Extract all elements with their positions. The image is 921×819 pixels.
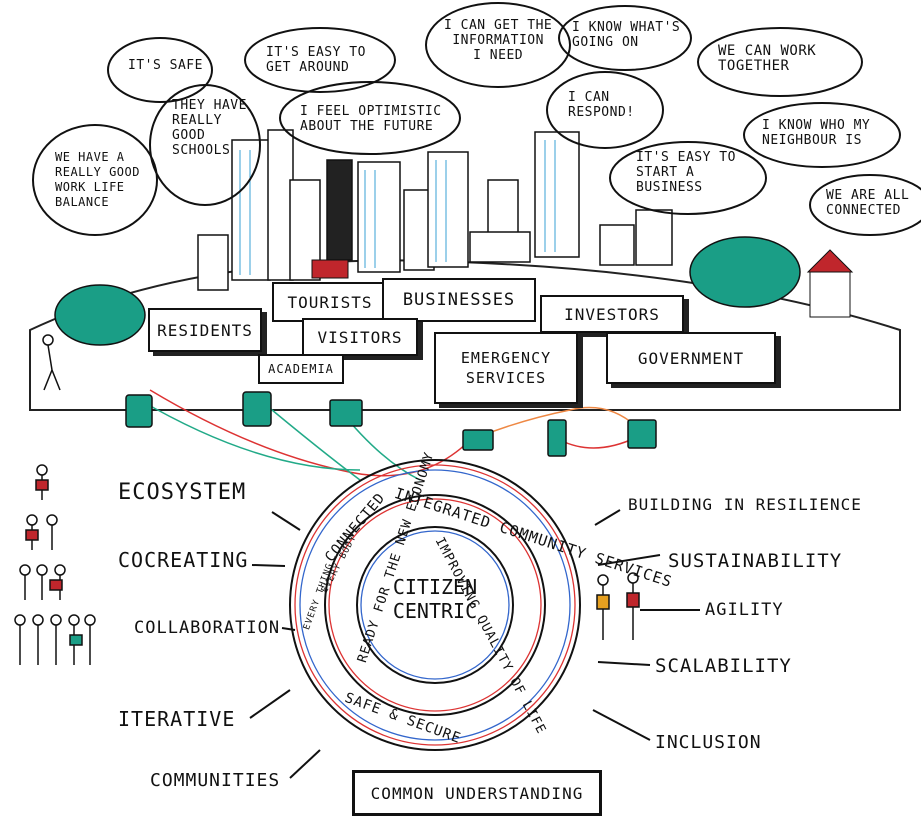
- bubble-good-schools: They have really good schools: [172, 98, 247, 158]
- box-investors: Investors: [540, 295, 684, 333]
- pointer-lines: [249, 509, 700, 779]
- bubble-information: I can get the information I need: [444, 18, 553, 63]
- term-building-in-resilience: Building in Resilience: [628, 495, 862, 514]
- bubble-all-connected: We are all connected: [826, 188, 910, 218]
- window-shading: [239, 140, 556, 275]
- devices: [125, 391, 657, 457]
- bubble-its-safe: It's safe: [128, 58, 203, 73]
- citizen-centric-label: Citizen Centric: [392, 575, 478, 623]
- term-cocreating: Cocreating: [118, 548, 249, 572]
- city-skyline: [197, 129, 673, 291]
- bush-left: [54, 284, 146, 346]
- term-ecosystem: Ecosystem: [118, 480, 247, 505]
- bubble-whats-going-on: I know what's going on: [572, 20, 681, 50]
- walking-person: [42, 334, 61, 391]
- people-pyramid: [14, 464, 96, 665]
- term-collaboration: Collaboration: [134, 618, 281, 638]
- box-visitors: Visitors: [302, 318, 418, 356]
- box-tourists: Tourists: [272, 282, 388, 322]
- central-circle: [289, 459, 581, 751]
- house-body: [809, 271, 851, 318]
- common-understanding-box: Common Understanding: [352, 770, 602, 816]
- two-people: [596, 572, 640, 640]
- box-residents: Residents: [148, 308, 262, 352]
- term-scalability: Scalability: [655, 655, 792, 677]
- speech-bubbles: [32, 2, 921, 236]
- bubble-optimistic: I feel optimistic about the future: [300, 104, 442, 134]
- term-communities: Communities: [150, 770, 281, 791]
- bush-right: [689, 236, 801, 308]
- bubble-start-business: It's easy to start a business: [636, 150, 736, 195]
- box-businesses: Businesses: [382, 278, 536, 322]
- red-car: [311, 259, 349, 279]
- term-sustainability: Sustainability: [668, 550, 843, 572]
- box-emergency-services: Emergency Services: [434, 332, 578, 404]
- bubble-work-together: We can work together: [718, 43, 817, 74]
- bubble-easy-to-get-around: It's easy to get around: [266, 45, 366, 75]
- term-iterative: Iterative: [118, 707, 236, 731]
- bubble-work-life-balance: We have a really good work life balance: [55, 150, 140, 209]
- term-agility: Agility: [705, 600, 784, 620]
- term-inclusion: Inclusion: [655, 732, 762, 753]
- bubble-can-respond: I can respond!: [568, 90, 635, 120]
- box-academia: Academia: [258, 354, 344, 384]
- box-government: Government: [606, 332, 776, 384]
- bubble-neighbour: I know who my neighbour is: [762, 118, 871, 148]
- house-roof: [806, 249, 854, 273]
